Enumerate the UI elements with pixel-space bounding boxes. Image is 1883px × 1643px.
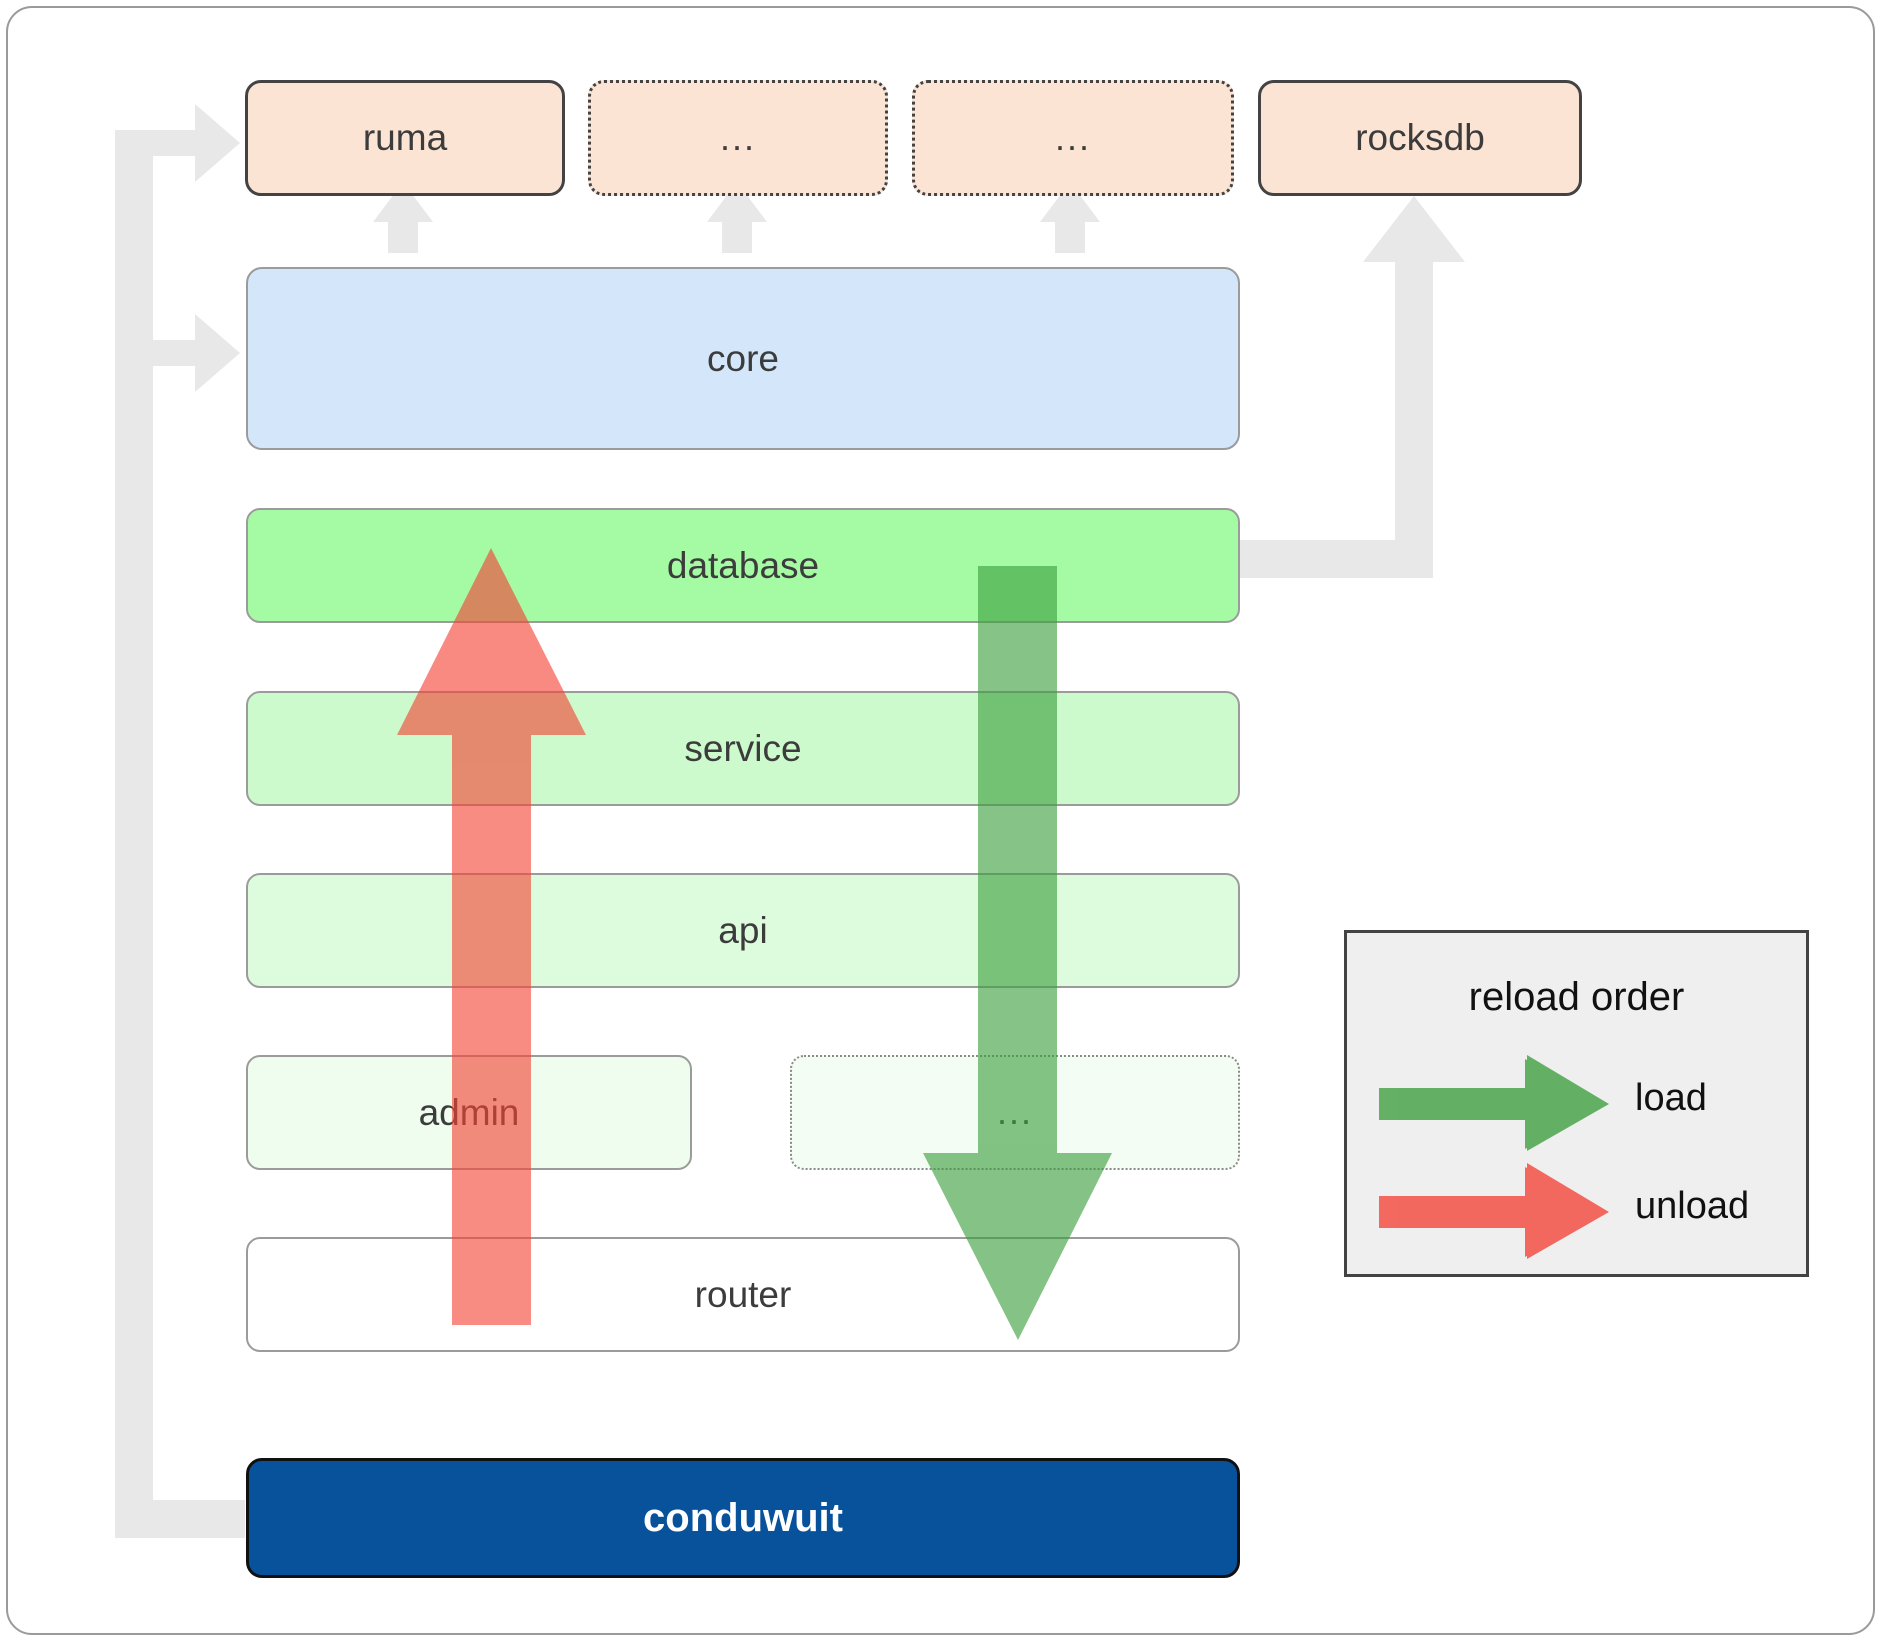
dependency-label-ruma: ruma bbox=[362, 117, 448, 158]
layer-label-ellipsis: ... bbox=[996, 1091, 1033, 1133]
dependency-box-ruma[interactable]: ruma bbox=[245, 80, 565, 196]
layer-label-admin: admin bbox=[418, 1091, 520, 1133]
layer-box-ellipsis[interactable]: ... bbox=[790, 1055, 1240, 1170]
application-box-conduwuit[interactable]: conduwuit bbox=[246, 1458, 1240, 1578]
dependency-box-rocksdb[interactable]: rocksdb bbox=[1258, 80, 1582, 196]
layer-box-api[interactable]: api bbox=[246, 873, 1240, 988]
layer-box-core[interactable]: core bbox=[246, 267, 1240, 450]
legend-label-load: load bbox=[1635, 1077, 1707, 1119]
layer-box-database[interactable]: database bbox=[246, 508, 1240, 623]
legend-arrow-unload-icon bbox=[1379, 1163, 1609, 1259]
layer-box-router[interactable]: router bbox=[246, 1237, 1240, 1352]
legend-arrow-load-icon bbox=[1379, 1055, 1609, 1151]
layer-label-service: service bbox=[684, 727, 802, 769]
legend-panel: reload order load unload bbox=[1344, 930, 1809, 1277]
dependency-label-ellipsis-2: ... bbox=[1054, 116, 1091, 158]
layer-label-core: core bbox=[707, 337, 779, 379]
layer-box-service[interactable]: service bbox=[246, 691, 1240, 806]
diagram-frame bbox=[6, 6, 1875, 1635]
layer-label-api: api bbox=[718, 909, 768, 951]
dependency-label-rocksdb: rocksdb bbox=[1355, 117, 1485, 158]
layer-box-admin[interactable]: admin bbox=[246, 1055, 692, 1170]
legend-title: reload order bbox=[1468, 975, 1685, 1019]
dependency-label-ellipsis-1: ... bbox=[719, 116, 756, 158]
legend-label-unload: unload bbox=[1635, 1185, 1750, 1227]
dependency-box-ellipsis-1[interactable]: ... bbox=[588, 80, 888, 196]
application-label-conduwuit: conduwuit bbox=[643, 1495, 843, 1540]
layer-label-router: router bbox=[694, 1273, 792, 1315]
dependency-box-ellipsis-2[interactable]: ... bbox=[912, 80, 1234, 196]
layer-label-database: database bbox=[666, 544, 820, 586]
